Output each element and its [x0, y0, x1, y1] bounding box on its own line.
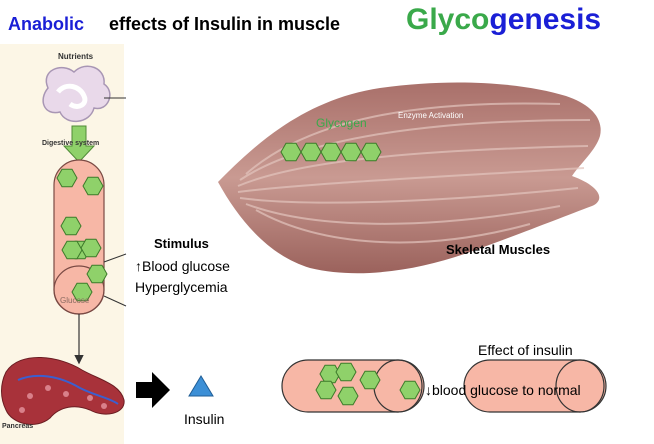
glycogen-label: Glycogen: [316, 116, 367, 130]
enzyme-activation-label: Enzyme Activation: [398, 111, 464, 120]
title-effects: effects of Insulin in muscle: [109, 14, 341, 34]
digestive-system-icon: [42, 65, 126, 122]
stimulus-hyperglycemia: Hyperglycemia: [135, 279, 228, 295]
glucose-hexagon-icon: [61, 240, 83, 260]
glucose-hexagon-icon: [360, 142, 382, 162]
effect-of-insulin-label: Effect of insulin: [478, 342, 573, 358]
glucose-hexagon-icon: [86, 264, 108, 284]
normal-glucose-vessel: [463, 359, 607, 413]
glucose-hexagon-icon: [56, 168, 78, 188]
glucose-hexagon-icon: [337, 386, 359, 406]
glucose-hexagon-icon: [359, 370, 381, 390]
glucose-hexagon-icon: [315, 380, 337, 400]
glucose-hexagon-icon: [340, 142, 362, 162]
glucose-molecules: [56, 142, 421, 406]
pancreas-label: Pancreas: [2, 423, 34, 430]
glucose-hexagon-icon: [71, 282, 93, 302]
insulin-triangle-icon: [188, 375, 214, 397]
glucose-hexagon-icon: [280, 142, 302, 162]
digestive-system-label: Digestive system: [42, 140, 100, 147]
pancreas-icon: [1, 357, 125, 425]
glucose-hexagon-icon: [60, 216, 82, 236]
title-anabolic: Anabolic: [8, 14, 85, 34]
absorption-arrow-icon: [62, 125, 96, 163]
title-glyco: Glyco: [406, 3, 490, 36]
glucose-hexagon-icon: [300, 142, 322, 162]
glycogen-storage-cell: [281, 359, 425, 413]
skeletal-muscle-illustration: [218, 82, 601, 274]
title-genesis: genesis: [489, 3, 602, 36]
insulin-label: Insulin: [184, 411, 225, 427]
stimulus-title: Stimulus: [154, 236, 209, 251]
nutrients-label: Nutrients: [58, 52, 94, 61]
glucose-hexagon-icon: [399, 380, 421, 400]
stimulus-blood-glucose: ↑Blood glucose: [135, 258, 230, 274]
glucose-label: Glucose: [60, 296, 90, 305]
glucose-hexagon-icon: [80, 238, 102, 258]
glucose-hexagon-icon: [335, 362, 357, 382]
glucose-hexagon-icon: [82, 176, 104, 196]
release-arrow-icon: [136, 372, 170, 408]
skeletal-muscles-label: Skeletal Muscles: [446, 242, 551, 257]
title-glycogenesis: Glycogenesis: [406, 3, 601, 37]
blood-glucose-normal-label: ↓blood glucose to normal: [425, 382, 581, 398]
glucose-hexagon-icon: [320, 142, 342, 162]
glucose-hexagon-icon: [319, 364, 341, 384]
